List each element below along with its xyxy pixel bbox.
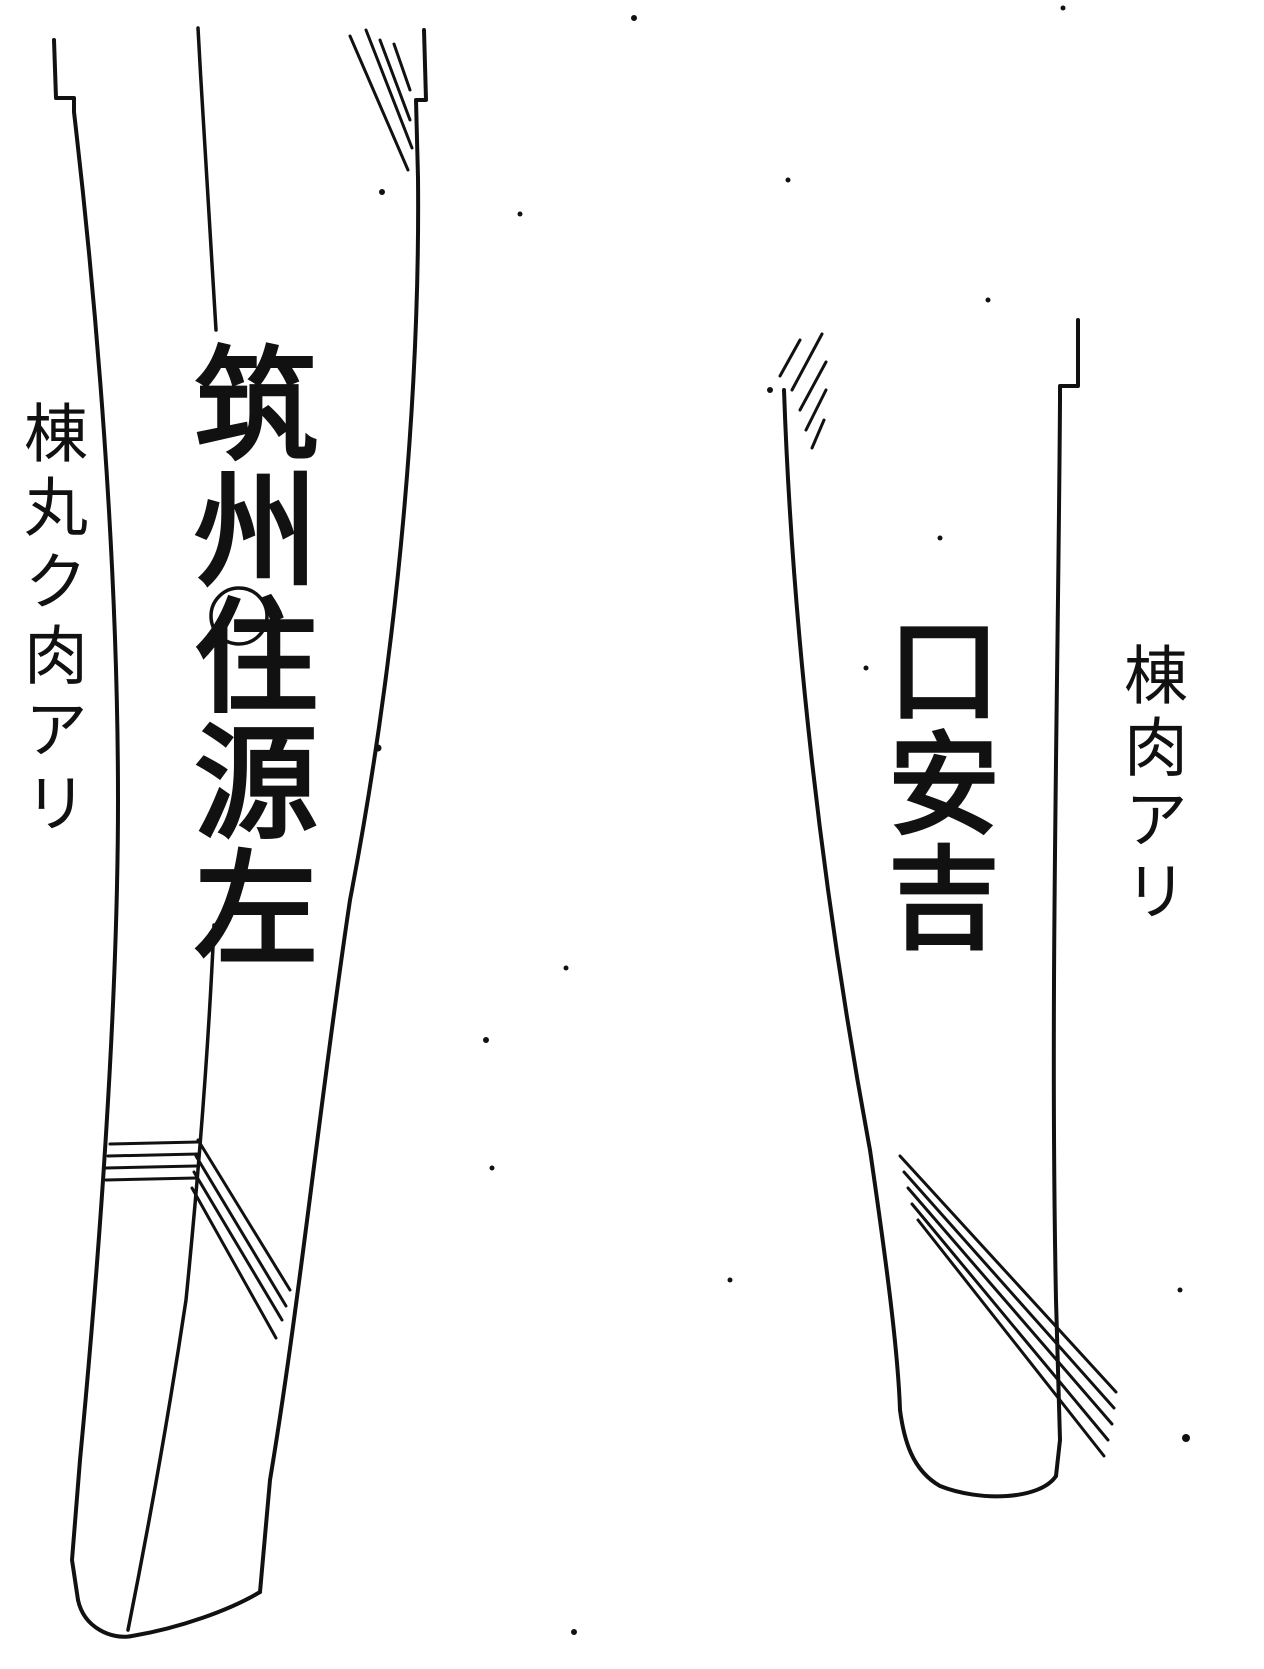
- left-spine-note: 棟丸ク肉アリ: [13, 400, 87, 844]
- right-tang-outline: [778, 318, 1118, 1499]
- right-signature: 口安吉: [869, 612, 1000, 954]
- left-tang-outline: [52, 26, 428, 1639]
- print-specks: [374, 5, 1190, 1635]
- right-spine-note: 棟肉アリ: [1113, 642, 1187, 930]
- left-signature: 筑州住源左: [172, 340, 317, 970]
- mekugi-hole-left: [209, 586, 269, 646]
